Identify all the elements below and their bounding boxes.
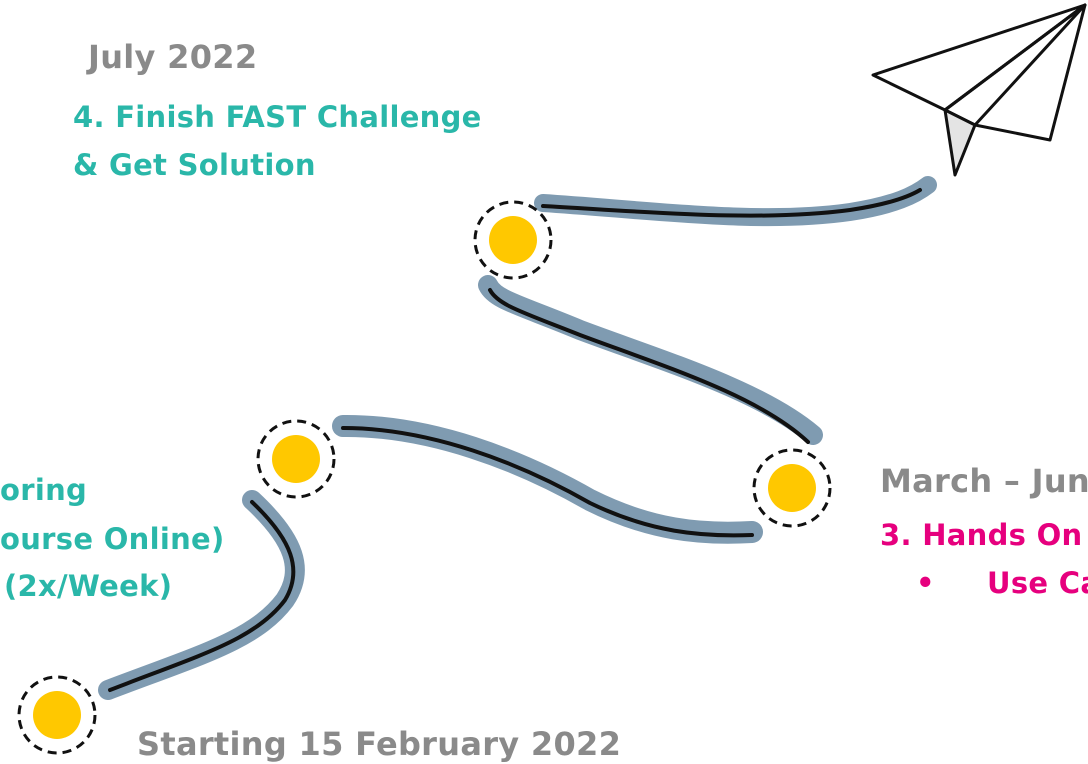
milestone-3-bullet-text: Use Ca [987, 566, 1088, 600]
milestone-4-title-line1: 4. Finish FAST Challenge [73, 100, 482, 134]
milestone-3-title: 3. Hands On [880, 518, 1083, 552]
path-segment-2-outer [332, 414, 763, 544]
paper-plane-icon [871, 3, 1087, 177]
milestone-node-4 [473, 200, 553, 280]
milestone-4-date: July 2022 [88, 38, 258, 76]
milestone-node-3 [752, 448, 832, 528]
milestone-3-date: March – Jun [880, 462, 1088, 500]
milestone-node-1 [17, 675, 97, 755]
path-segment-4-inner [541, 188, 922, 218]
milestone-2-line3: (2x/Week) [4, 569, 173, 603]
path-segment-2-inner [341, 426, 754, 538]
path-segment-4-outer [534, 176, 937, 227]
milestone-3-bullet: • [916, 566, 935, 600]
milestone-4-title-line2: & Get Solution [73, 148, 316, 182]
milestone-2-line1: oring [0, 473, 88, 507]
path-segment-1-inner [108, 500, 296, 692]
milestone-1-date: Starting 15 February 2022 [137, 725, 622, 763]
path-segment-3-outer [478, 275, 823, 445]
milestone-node-2 [256, 419, 336, 499]
path-segment-3-inner [488, 288, 810, 444]
milestone-2-line2: ourse Online) [0, 522, 225, 556]
